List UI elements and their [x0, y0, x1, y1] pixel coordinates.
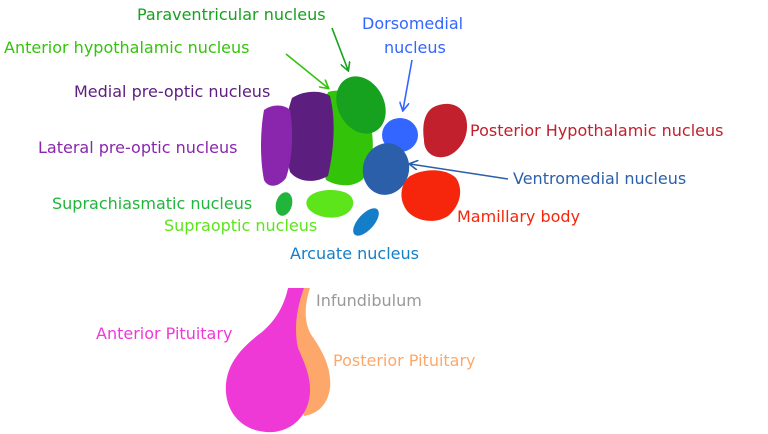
medial-preoptic-shape: [285, 91, 334, 181]
label-anterior-pituitary: Anterior Pituitary: [96, 324, 232, 343]
label-lateral-preoptic: Lateral pre-optic nucleus: [38, 138, 237, 157]
arcuate-shape: [353, 208, 379, 236]
paraventricular-shape: [336, 76, 386, 134]
label-posterior-hypothalamic: Posterior Hypothalamic nucleus: [470, 121, 723, 140]
label-anterior-hypothalamic: Anterior hypothalamic nucleus: [4, 38, 249, 57]
dorsomedial-shape: [382, 118, 418, 152]
paraventricular-arrow: [331, 27, 348, 70]
supraoptic-shape: [306, 190, 354, 218]
label-paraventricular: Paraventricular nucleus: [137, 5, 326, 24]
suprachiasmatic-shape: [275, 192, 293, 216]
label-supraoptic: Supraoptic nucleus: [164, 216, 317, 235]
label-ventromedial: Ventromedial nucleus: [513, 169, 686, 188]
anterior-pituitary-shape: [225, 288, 310, 433]
label-posterior-pituitary: Posterior Pituitary: [333, 351, 476, 370]
label-arcuate: Arcuate nucleus: [290, 244, 419, 263]
ventromedial-shape: [362, 143, 410, 195]
label-infundibulum: Infundibulum: [316, 291, 422, 310]
posterior-hypothalamic-shape: [423, 103, 468, 158]
label-mamillary: Mamillary body: [457, 207, 580, 226]
dorsomedial-arrow: [403, 59, 413, 110]
label-medial-preoptic: Medial pre-optic nucleus: [74, 82, 270, 101]
mamillary-shape: [401, 170, 461, 221]
anterior-hypothalamic-arrow: [285, 53, 328, 88]
label-suprachiasmatic: Suprachiasmatic nucleus: [52, 194, 252, 213]
lateral-preoptic-shape: [261, 105, 293, 186]
label-dorsomedial-line1: Dorsomedial: [362, 14, 463, 33]
label-dorsomedial-line2: nucleus: [384, 38, 446, 57]
ventromedial-arrow: [410, 164, 509, 180]
